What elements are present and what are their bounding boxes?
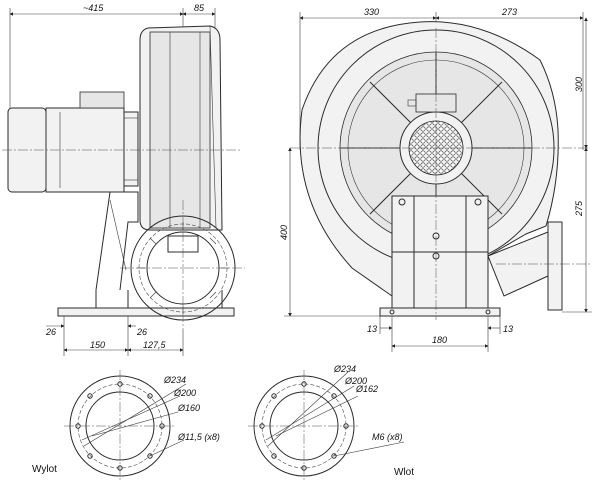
inlet-d-inner: Ø162 [355, 384, 378, 394]
outlet-label: Wylot [32, 464, 57, 475]
dim-top-right: 85 [194, 3, 205, 13]
side-view [2, 8, 245, 356]
dim-foot-left: 26 [45, 327, 56, 337]
outlet-flange-detail [64, 370, 187, 482]
dim-top-height: 300 [574, 77, 584, 92]
inlet-flange-detail [248, 370, 405, 482]
outlet-d-bolt-circle: Ø200 [173, 388, 196, 398]
dim-foot-right: 26 [136, 327, 147, 337]
dim-foot-left-front: 13 [367, 324, 377, 334]
dim-right-width: 273 [501, 7, 517, 17]
dim-foot-right-front: 13 [503, 324, 513, 334]
dim-outlet-offset: 127,5 [143, 340, 167, 350]
outlet-d-inner: Ø160 [177, 403, 200, 413]
outlet-d-outer: Ø234 [163, 375, 186, 385]
dim-total-height: 400 [279, 225, 289, 240]
dim-left-width: 330 [364, 7, 379, 17]
inlet-label: Wlot [394, 467, 414, 478]
front-view [284, 12, 592, 352]
inlet-d-bolt-circle: Ø200 [344, 376, 367, 386]
inlet-d-outer: Ø234 [333, 364, 356, 374]
dim-length: ~415 [83, 3, 104, 13]
dim-base-width-front: 180 [432, 335, 447, 345]
dim-base-width: 150 [90, 340, 105, 350]
inlet-holes: M6 (x8) [372, 432, 403, 442]
outlet-holes: Ø11,5 (x8) [177, 432, 220, 442]
dim-outlet-height: 275 [574, 200, 584, 217]
